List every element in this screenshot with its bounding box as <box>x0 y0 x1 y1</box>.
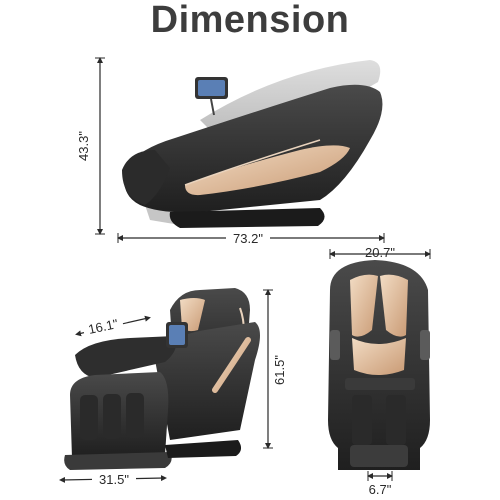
depth-upright-dimension: 31.5" <box>59 471 167 487</box>
foot-width-label: 6.7" <box>369 482 392 497</box>
seat-width-dimension: 16.1" <box>75 314 151 338</box>
length-reclined-dimension: 73.2" <box>117 229 385 246</box>
height-upright-dimension: 61.5" <box>263 289 287 449</box>
width-front-label: 20.7" <box>365 245 395 260</box>
page-title: Dimension <box>150 0 350 41</box>
seat-width-label: 16.1" <box>87 316 120 337</box>
height-side-dimension: 43.3" <box>76 57 105 235</box>
side-view-chair <box>122 60 383 228</box>
height-side-label: 43.3" <box>76 131 91 161</box>
front-view-chair <box>328 260 430 470</box>
length-reclined-label: 73.2" <box>233 231 263 246</box>
height-upright-label: 61.5" <box>272 355 287 385</box>
width-front-dimension: 20.7" <box>329 245 431 260</box>
perspective-view-chair <box>64 288 260 470</box>
foot-width-dimension: 6.7" <box>367 471 393 497</box>
depth-upright-label: 31.5" <box>99 472 129 487</box>
